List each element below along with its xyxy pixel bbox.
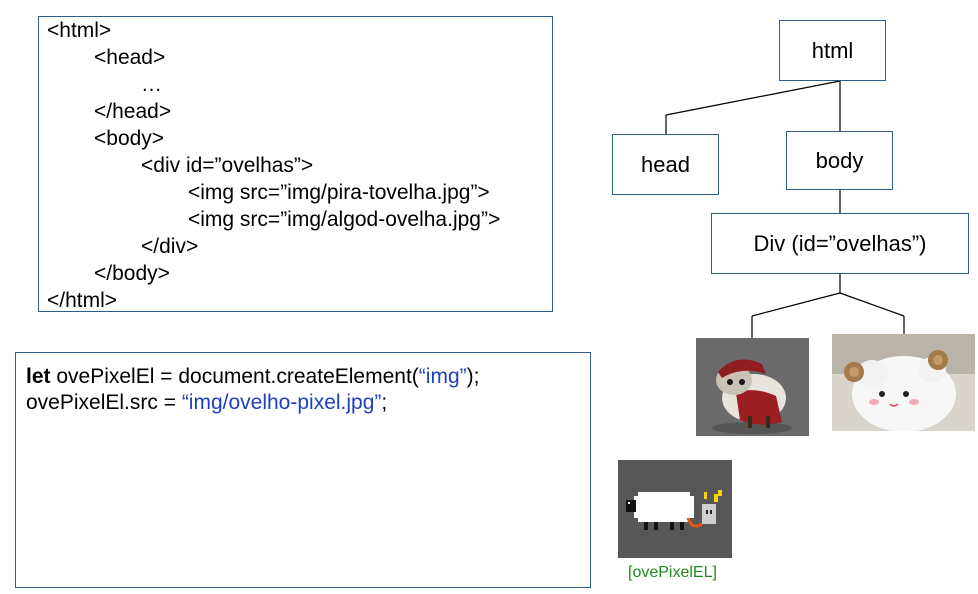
connector-html-head <box>665 80 841 116</box>
connector-div-img1 <box>751 292 841 317</box>
code-line-img-2: <img src=”img/algod-ovelha.jpg”> <box>188 208 501 231</box>
tree-node-body-label: body <box>815 147 864 173</box>
code-line-html-open: <html> <box>47 19 112 42</box>
code-line-ellipsis: … <box>141 73 162 96</box>
tree-node-html: html <box>779 20 886 81</box>
pirate-sheep-image <box>696 338 809 436</box>
code-line-head-open: <head> <box>94 46 166 69</box>
code-line-body-open: <body> <box>94 127 165 150</box>
js-line-2-end: ; <box>381 391 388 414</box>
connector-div-img2 <box>839 292 905 317</box>
code-line-body-close: </body> <box>94 262 170 285</box>
js-code-box: let ovePixelEl = document.createElement(… <box>15 352 591 588</box>
js-line-2-string: “img/ovelho-pixel.jpg” <box>181 391 382 414</box>
js-line-2: ovePixelEl.src = “img/ovelho-pixel.jpg”; <box>26 391 387 415</box>
tree-node-head-label: head <box>641 151 690 177</box>
js-line-2-text: ovePixelEl.src = <box>26 391 182 414</box>
cotton-sheep-image <box>832 334 975 431</box>
tree-node-body: body <box>786 131 893 190</box>
cotton-sheep-icon <box>832 334 975 431</box>
code-line-div-close: </div> <box>141 235 199 258</box>
js-line-1-end: ); <box>466 365 480 388</box>
js-line-1-text: ovePixelEl = document.createElement( <box>50 365 419 388</box>
code-line-img-1: <img src=”img/pira-tovelha.jpg”> <box>188 181 490 204</box>
code-line-div-open: <div id=”ovelhas”> <box>141 154 314 177</box>
tree-node-html-label: html <box>811 37 854 63</box>
js-line-1-string: “img” <box>418 365 467 388</box>
pixel-sheep-image <box>618 460 732 558</box>
html-code-box: <html> <head> … </head> <body> <div id=”… <box>38 16 553 312</box>
code-line-head-close: </head> <box>94 100 172 123</box>
pixel-sheep-caption: [ovePixelEL] <box>628 564 717 581</box>
pixel-sheep-icon <box>626 490 722 530</box>
tree-node-head: head <box>612 134 719 195</box>
tree-node-div: Div (id=”ovelhas”) <box>711 213 969 274</box>
let-keyword: let <box>26 365 51 388</box>
code-line-html-close: </html> <box>47 289 118 312</box>
tree-node-div-label: Div (id=”ovelhas”) <box>753 230 927 256</box>
pirate-sheep-icon <box>712 359 792 434</box>
js-line-1: let ovePixelEl = document.createElement(… <box>26 365 479 389</box>
